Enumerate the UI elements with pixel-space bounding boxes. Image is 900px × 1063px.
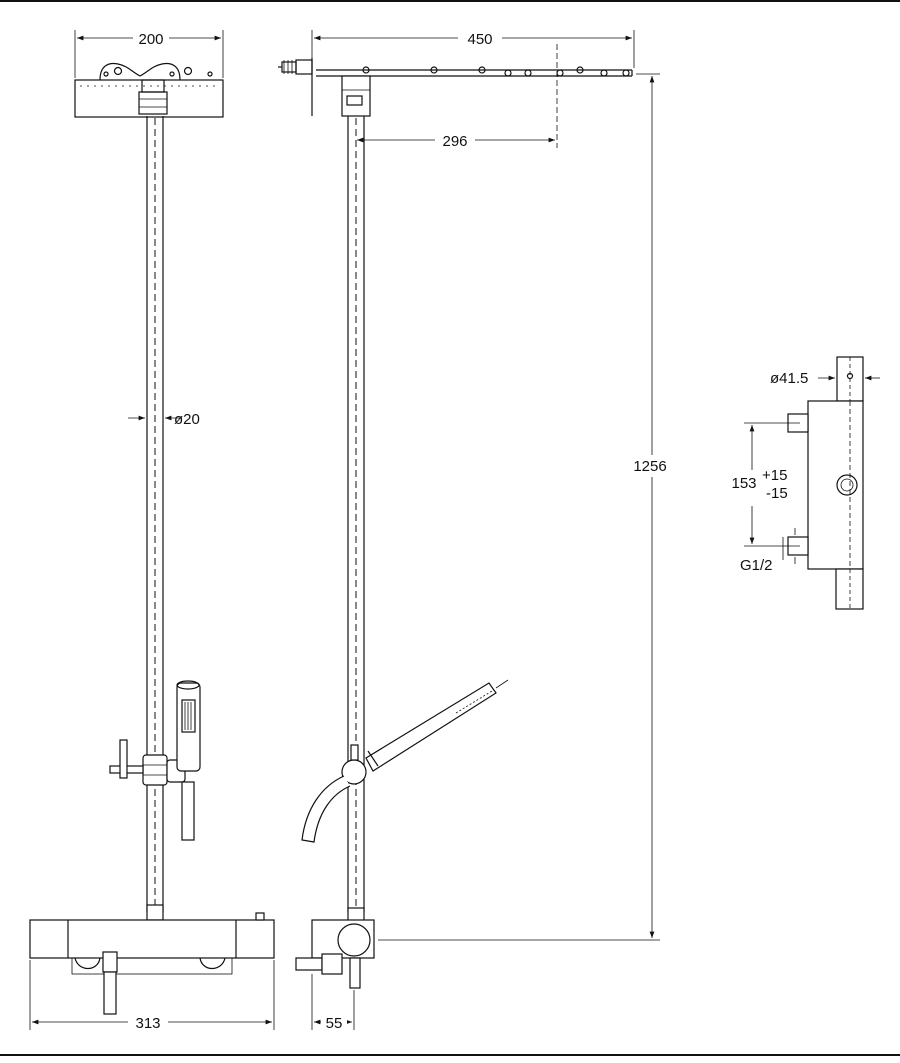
riser-diameter-label: ø20 [174, 411, 200, 428]
mixer-width-dimension [29, 960, 275, 1031]
inlet-centres-label: 153 [731, 475, 756, 492]
head-width-label: 200 [138, 31, 163, 48]
arm-offset-dimension [357, 44, 558, 149]
wall-offset-dimension [311, 974, 355, 1031]
front-slider-bracket [109, 739, 186, 786]
tolerance-minus-label: -15 [766, 485, 788, 502]
mixer-width-label: 313 [135, 1015, 160, 1032]
tolerance-plus-label: +15 [762, 467, 787, 484]
arm-offset-label: 296 [442, 133, 467, 150]
head-width-dimension [74, 29, 224, 78]
thread-label: G1/2 [740, 557, 773, 574]
side-wall-connector [278, 58, 313, 116]
body-diameter-label: ø41.5 [770, 370, 808, 387]
side-thermostatic-mixer [295, 907, 375, 989]
front-riser-rail [146, 116, 164, 912]
inlet-centres-dimension [728, 422, 800, 547]
thread-dimension [782, 528, 796, 564]
front-shower-head [74, 62, 224, 118]
front-thermostatic-mixer [29, 904, 275, 1015]
side-view [278, 58, 633, 989]
wall-offset-label: 55 [326, 1015, 343, 1032]
mixer-detail-view [787, 356, 864, 610]
total-height-label: 1256 [633, 458, 666, 475]
side-slider-and-hand-shower [301, 679, 509, 843]
side-shower-arm [316, 66, 633, 117]
front-hand-shower [176, 680, 201, 841]
arm-length-label: 450 [467, 31, 492, 48]
total-height-dimension [378, 73, 677, 941]
front-view: ø20 [29, 62, 275, 1015]
arm-length-dimension [311, 29, 635, 68]
side-riser-rail [347, 116, 365, 912]
